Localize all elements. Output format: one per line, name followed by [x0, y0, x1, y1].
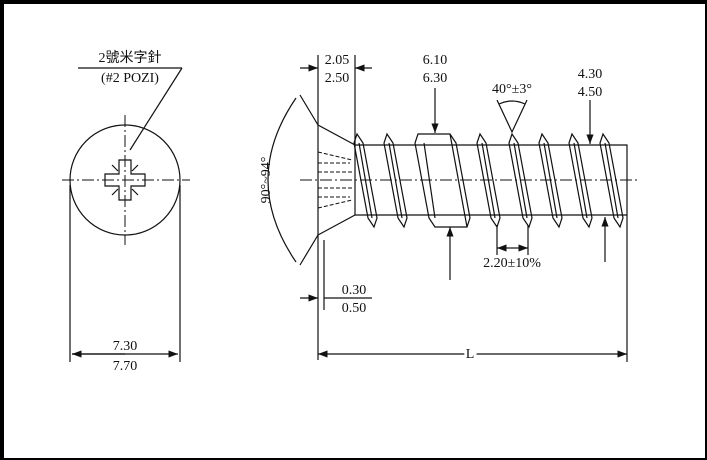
head-height-max: 2.50 [325, 71, 350, 86]
head-diameter-max: 7.70 [113, 359, 138, 374]
side-view: 2.05 2.50 6.10 6.30 40°±3° 4.30 4.50 90°… [259, 53, 640, 365]
head-angle: 90°~94° [259, 157, 274, 204]
pozi-recess-icon [104, 159, 146, 201]
head-height-min: 2.05 [325, 53, 350, 68]
thread-angle: 40°±3° [492, 82, 532, 97]
root-diameter-max: 4.50 [578, 85, 603, 100]
thread-crest [353, 132, 378, 229]
pitch: 2.20±10% [483, 256, 541, 271]
thread-crest [568, 132, 593, 229]
front-view: 2號米字針 (#2 POZI) 7.30 7.70 [62, 50, 190, 374]
thread-crest [508, 132, 533, 229]
thread-crest [538, 132, 563, 229]
head-diameter-min: 7.30 [113, 339, 138, 354]
thread-od-min: 6.10 [423, 53, 448, 68]
recess-label-en: (#2 POZI) [101, 71, 159, 86]
head-edge-min: 0.30 [342, 283, 367, 298]
root-diameter-min: 4.30 [578, 67, 603, 82]
thread-crest [414, 133, 471, 228]
screw-head [317, 124, 356, 236]
threads [353, 132, 624, 229]
recess-label-cn: 2號米字針 [99, 50, 162, 66]
length-label: L [466, 347, 475, 362]
head-edge-max: 0.50 [342, 301, 367, 316]
thread-crest [476, 132, 501, 229]
thread-crest [599, 132, 624, 229]
thread-crest [383, 132, 408, 229]
recess-leader [129, 67, 183, 151]
thread-od-max: 6.30 [423, 71, 448, 86]
